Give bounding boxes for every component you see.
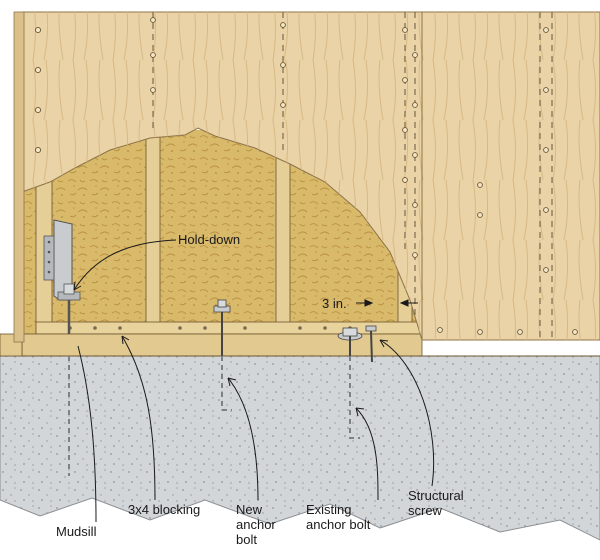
hold-down-bracket [43,219,81,334]
label-blocking: 3x4 blocking [128,502,201,517]
label-hold-down: Hold-down [178,232,241,247]
gap-dimension [356,299,418,307]
stud [145,129,161,346]
label-mudsill: Mudsill [56,524,97,539]
new-anchor-bolt [213,299,232,411]
label-gap: 3 in. [322,296,347,311]
stud [275,149,291,346]
mudsill-leader [77,345,97,523]
structural-screw [365,325,377,363]
new-bolt-leader [227,377,259,501]
screw-leader [379,339,435,487]
existing-bolt-leader [355,407,379,501]
blocking-leader [121,335,156,501]
hold-down-leader [73,239,177,291]
existing-anchor-bolt [337,327,363,439]
